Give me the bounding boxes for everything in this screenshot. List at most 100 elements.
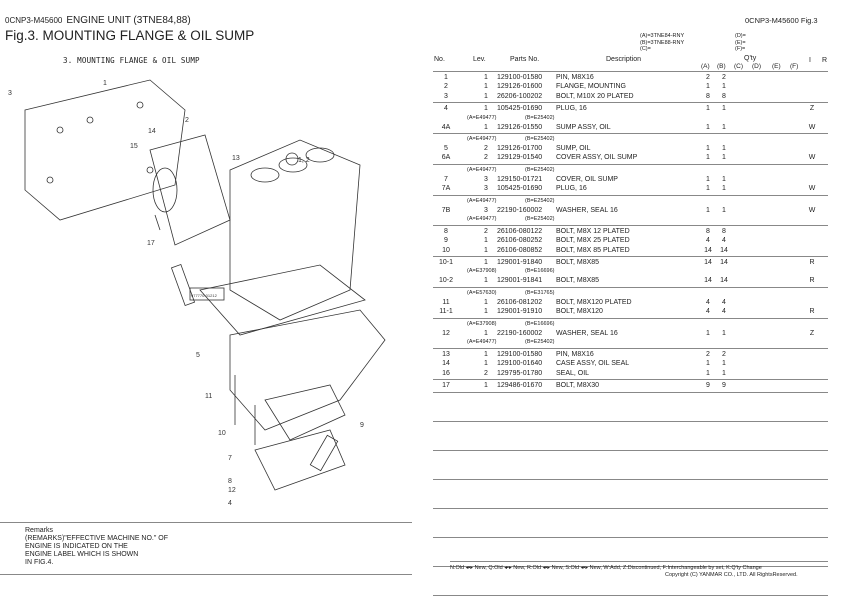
cell-lev: 1 — [484, 382, 488, 390]
cell-desc: CASE ASSY, OIL SEAL — [556, 360, 630, 368]
cell-a: 9 — [706, 382, 710, 390]
cell-a: 4 — [706, 298, 710, 306]
cell-desc: PIN, M8X16 — [556, 351, 594, 359]
serial-a: (A=E49477) — [467, 339, 497, 346]
cell-lev: 1 — [484, 329, 488, 337]
table-row[interactable]: 8 2 26106-080122 BOLT, M8X 12 PLATED 8 8 — [433, 227, 828, 236]
col-lev: Lev. — [473, 56, 486, 63]
cell-i: W — [808, 206, 816, 214]
cell-pn: 129001-91910 — [497, 308, 543, 316]
cell-pn: 26206-100202 — [497, 92, 543, 100]
page-title: Fig.3. MOUNTING FLANGE & OIL SUMP — [5, 28, 255, 43]
empty-row — [433, 451, 828, 480]
remarks-line: ENGINE LABEL WHICH IS SHOWN — [25, 551, 139, 558]
cell-pn: 129100-01580 — [497, 351, 543, 359]
cell-desc: PLUG, 16 — [556, 105, 587, 113]
cell-a: 1 — [706, 369, 710, 377]
code-text: 0CNP3-M45600 — [5, 16, 63, 25]
serial-b: (B=E16696) — [525, 268, 555, 275]
remarks-line: (REMARKS)"EFFECTIVE MACHINE NO." OF — [25, 535, 169, 542]
cell-lev: 1 — [484, 351, 488, 359]
cell-b: 1 — [722, 185, 726, 193]
cell-lev: 1 — [484, 259, 488, 267]
callout-5: 5 — [196, 352, 200, 359]
cell-desc: COVER, OIL SUMP — [556, 175, 618, 183]
cell-lev: 2 — [484, 227, 488, 235]
cell-i: W — [808, 123, 816, 131]
callout-1-2: 1, 2 — [298, 157, 310, 164]
cell-no: 8 — [444, 227, 448, 235]
serial-a: (A=E49477) — [467, 135, 497, 142]
cell-a: 4 — [706, 308, 710, 316]
cell-no: 17 — [442, 382, 450, 390]
col-d: (D) — [752, 63, 762, 70]
cell-b: 1 — [722, 123, 726, 131]
cell-lev: 1 — [484, 246, 488, 254]
cell-desc: COVER ASSY, OIL SUMP — [556, 154, 638, 162]
empty-row — [433, 393, 828, 422]
cell-no: 13 — [442, 351, 450, 359]
cell-lev: 3 — [484, 206, 488, 214]
cell-a: 1 — [706, 105, 710, 113]
cell-lev: 2 — [484, 369, 488, 377]
copyright: Copyright (C) YANMAR CO., LTD. All Right… — [665, 572, 798, 578]
cell-no: 10 — [442, 246, 450, 254]
col-no: No. — [434, 56, 445, 63]
callout-14: 14 — [148, 128, 156, 135]
cell-b: 1 — [722, 369, 726, 377]
cell-desc: BOLT, M8X 12 PLATED — [556, 227, 630, 235]
cell-desc: FLANGE, MOUNTING — [556, 83, 627, 91]
serial-a: (A=E49477) — [467, 166, 497, 173]
cell-a: 1 — [706, 206, 710, 214]
cell-a: 8 — [706, 227, 710, 235]
cell-desc: BOLT, M8X120 — [556, 308, 603, 316]
remarks-line: ENGINE IS INDICATED ON THE — [25, 543, 128, 550]
cell-a: 1 — [706, 175, 710, 183]
cell-pn: 26106-080122 — [497, 227, 543, 235]
cover — [254, 429, 346, 491]
model-c: (C)= — [640, 46, 651, 52]
col-a: (A) — [701, 63, 710, 70]
cell-desc: BOLT, M8X30 — [556, 382, 600, 390]
cell-no: 7A — [441, 185, 451, 193]
cell-b: 1 — [722, 206, 726, 214]
model-a: (A)=3TNE84-RNY — [640, 33, 685, 39]
cell-a: 14 — [704, 246, 712, 254]
serial-a: (A=E57630) — [467, 289, 497, 296]
cell-no: 4 — [444, 105, 448, 113]
serial-a: (A=E37908) — [467, 320, 497, 327]
cell-no: 14 — [442, 360, 450, 368]
cell-b: 8 — [722, 227, 726, 235]
gasket — [199, 264, 366, 336]
cell-desc: SUMP ASSY, OIL — [556, 123, 611, 131]
cell-no: 2 — [444, 83, 448, 91]
cell-desc: PIN, M8X16 — [556, 74, 594, 81]
callout-9: 9 — [360, 422, 364, 429]
cell-desc: BOLT, M8X85 — [556, 277, 600, 285]
cell-b: 2 — [722, 351, 726, 359]
